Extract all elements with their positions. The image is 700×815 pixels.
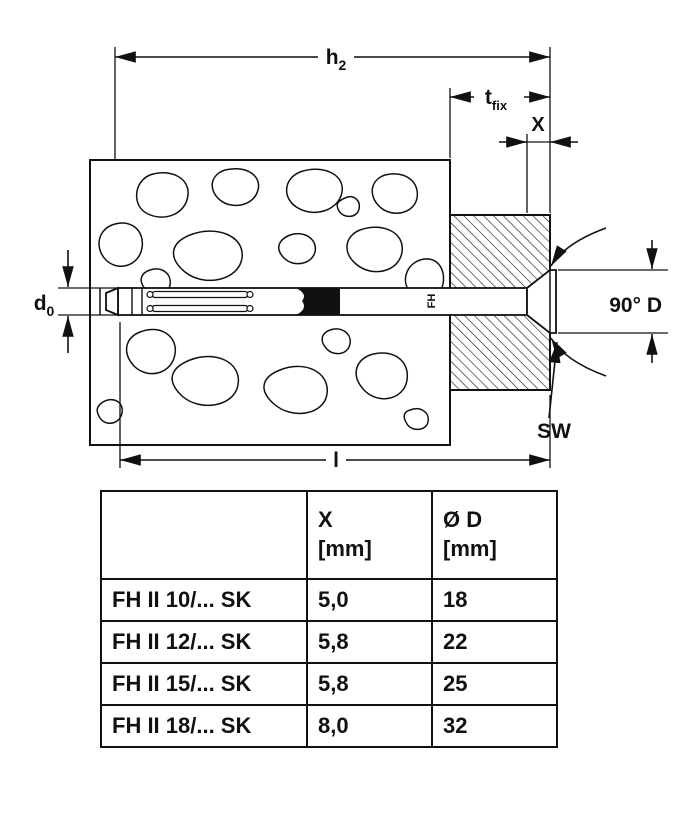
x-value-cell: 5,8	[306, 620, 433, 664]
header-d-cell: Ø D [mm]	[431, 490, 558, 580]
d-value-cell: 18	[431, 578, 558, 622]
d0-label: d0	[34, 292, 55, 319]
anchor-marking-label: FH	[426, 294, 438, 309]
table-row: FH II 12/... SK 5,8 22	[100, 620, 558, 664]
d-value-cell: 25	[431, 662, 558, 706]
h2-label: h2	[326, 46, 347, 73]
x-label: X	[531, 114, 545, 136]
d-value-cell: 32	[431, 704, 558, 748]
tfix-label: tfix	[485, 86, 508, 113]
anchor-tip	[105, 286, 119, 317]
l-label: l	[333, 449, 339, 472]
header-x-cell: X [mm]	[306, 490, 433, 580]
dim-x: X	[499, 114, 578, 213]
expansion-slot-bottom	[151, 304, 249, 313]
label-sw-group: SW	[532, 341, 576, 444]
spacer-sleeve	[296, 288, 340, 315]
dim-tfix: tfix	[449, 83, 550, 158]
anchor-installation-diagram: FH h2 tfix X	[33, 43, 668, 472]
header-d-symbol: Ø D	[443, 507, 483, 533]
x-value-cell: 8,0	[306, 704, 433, 748]
anchor-spec-table: X [mm] Ø D [mm] FH II 10/... SK 5,0 18 F…	[100, 490, 558, 748]
anchor-name-cell: FH II 18/... SK	[100, 704, 308, 748]
anchor-name-cell: FH II 15/... SK	[100, 662, 308, 706]
sw-label: SW	[537, 420, 571, 443]
dim-d0: d0	[34, 250, 118, 353]
header-empty-cell	[100, 490, 308, 580]
d-value-cell: 22	[431, 620, 558, 664]
header-x-unit: [mm]	[318, 536, 372, 561]
aggregate-stones	[96, 168, 445, 431]
header-d-unit: [mm]	[443, 536, 497, 561]
x-value-cell: 5,0	[306, 578, 433, 622]
angle-d-label: 90° D	[609, 294, 662, 317]
header-x-symbol: X	[318, 507, 333, 533]
table-header-row: X [mm] Ø D [mm]	[100, 490, 558, 580]
anchor-name-cell: FH II 12/... SK	[100, 620, 308, 664]
x-value-cell: 5,8	[306, 662, 433, 706]
dim-d-angle: 90° D	[550, 227, 668, 377]
table-row: FH II 10/... SK 5,0 18	[100, 578, 558, 622]
anchor-bolt: FH	[99, 269, 557, 334]
anchor-name-cell: FH II 10/... SK	[100, 578, 308, 622]
table-row: FH II 15/... SK 5,8 25	[100, 662, 558, 706]
dim-h2: h2	[114, 43, 551, 213]
expansion-slot-top	[151, 290, 249, 299]
table-row: FH II 18/... SK 8,0 32	[100, 704, 558, 748]
dim-l: l	[119, 322, 551, 472]
